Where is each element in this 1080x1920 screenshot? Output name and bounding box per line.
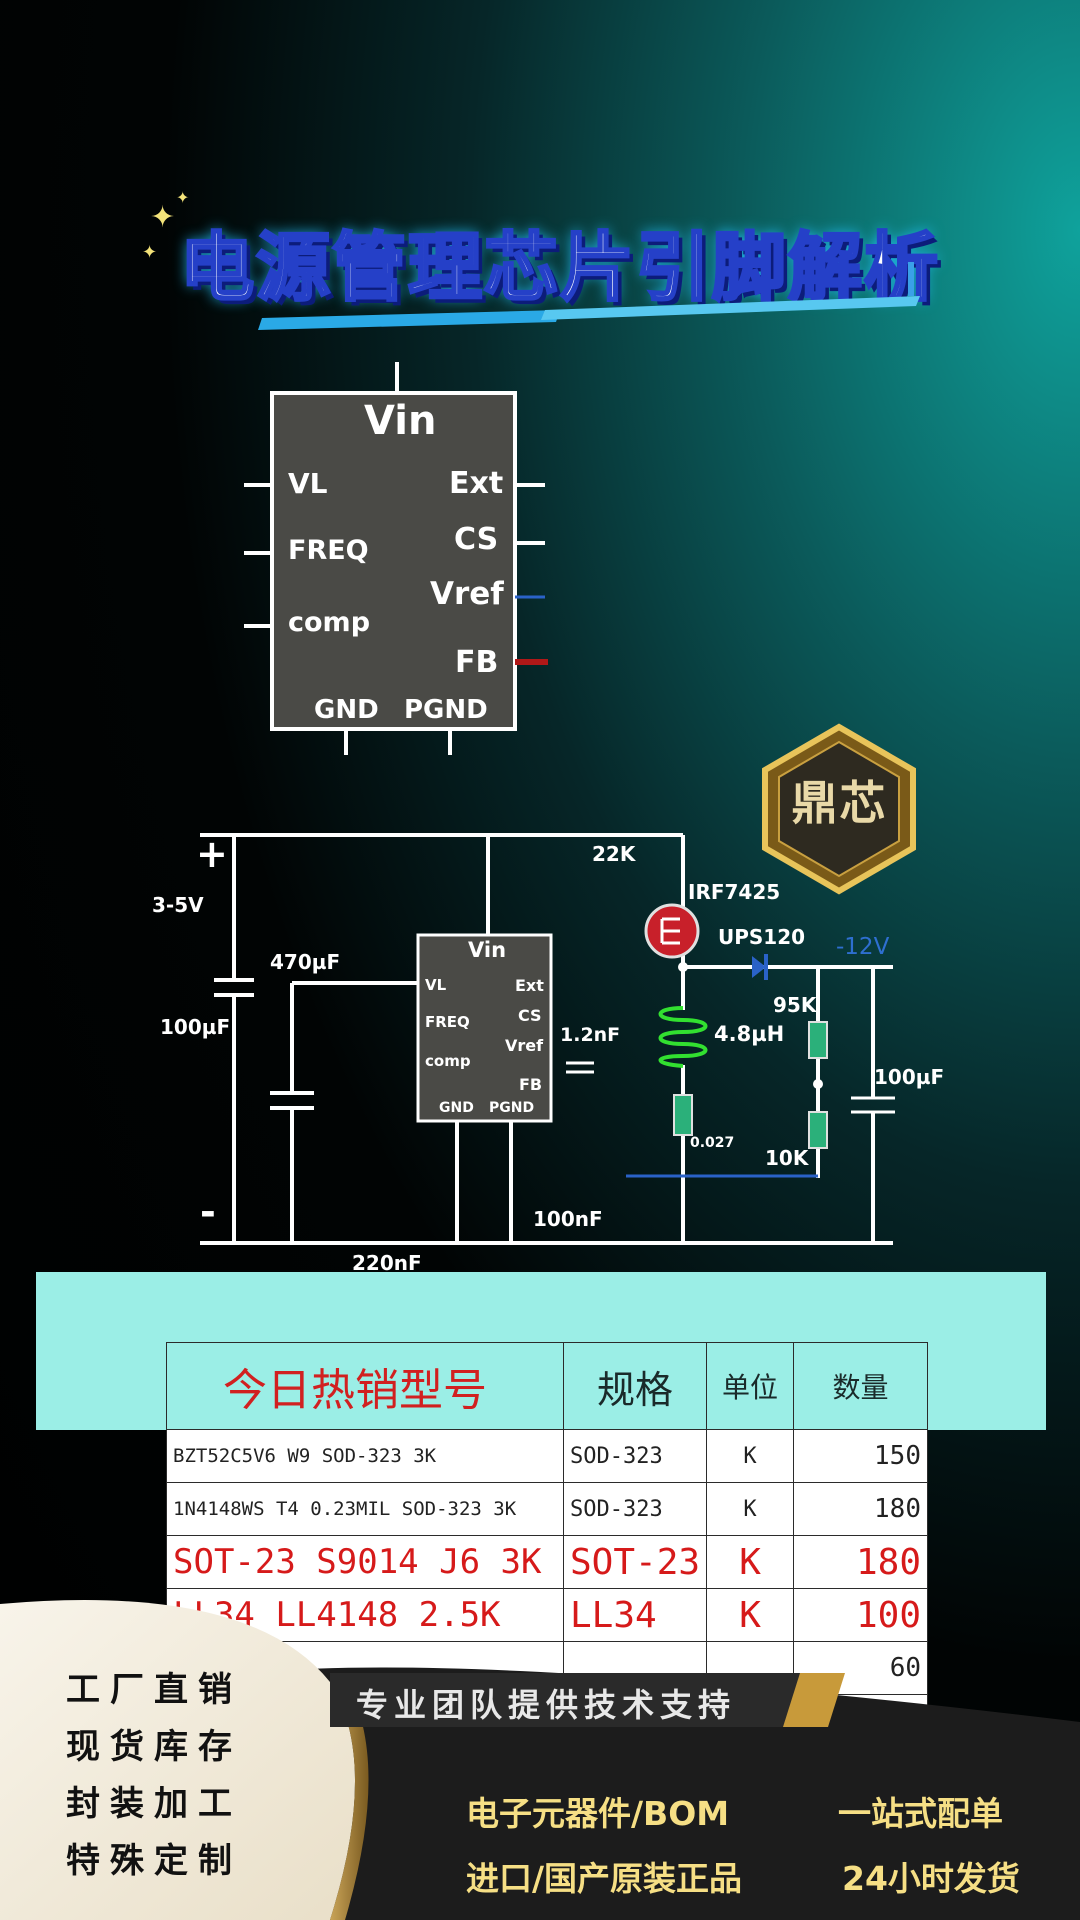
footer-overlay [0,1600,1080,1920]
cell-qty: 180 [793,1535,928,1589]
cell-pkg: SOD-323 [562,1482,708,1536]
label-diode: UPS120 [718,925,806,949]
pin-fb: FB [455,645,499,680]
cell-unit: K [706,1482,795,1536]
chip-pin-pgnd: PGND [489,1100,535,1116]
chip-pin-vin: Vin [468,938,507,962]
cell-model: SOT-23 S9014 J6 3K [166,1535,564,1589]
pin-vref: Vref [430,576,504,612]
header-unit: 单位 [706,1342,795,1430]
brand-badge [762,723,916,895]
chip-pin-ext: Ext [515,976,544,995]
brand-logo: 鼎芯 [791,776,888,830]
chip-pin-comp: comp [425,1052,471,1070]
table-row: BZT52C5V6 W9 SOD-323 3K SOD-323 K 150 [166,1429,928,1483]
header-hot-model: 今日热销型号 [166,1342,564,1430]
label-res-10k: 10K [765,1146,809,1170]
footer-24h: 24小时发货 [842,1859,1020,1898]
cell-qty: 150 [793,1429,928,1483]
label-res-95k: 95K [773,993,817,1017]
resistor-95k [808,1021,828,1059]
cell-pkg: SOD-323 [562,1429,708,1483]
label-inductor: 4.8µH [714,1022,785,1046]
junction-dot [678,962,688,972]
tag-custom: 特殊定制 [66,1841,242,1881]
mosfet-symbol [644,903,700,959]
pin-freq: FREQ [288,535,369,566]
support-banner-text: 专业团队提供技术支持 [356,1686,737,1724]
title-underline [258,262,920,330]
footer-genuine: 进口/国产原装正品 [466,1859,743,1898]
inductor-symbol [658,1006,708,1068]
junction-dot [813,1079,823,1089]
footer-one-stop: 一站式配单 [838,1794,1003,1833]
label-cap-in: 100µF [160,1015,231,1039]
table-row: 1N4148WS T4 0.23MIL SOD-323 3K SOD-323 K… [166,1482,928,1536]
circuit-diagram [200,833,895,1245]
tag-factory-direct: 工厂直销 [66,1670,242,1710]
pin-pgnd: PGND [404,695,488,725]
cell-unit: K [706,1535,795,1589]
chip-pin-fb: FB [519,1075,543,1094]
label-cap-100nf: 100nF [533,1207,603,1231]
table-row: SOT-23 S9014 J6 3K SOT-23 K 180 [166,1535,928,1589]
pin-cs: CS [454,522,499,557]
pin-vin: Vin [364,398,437,444]
minus-sign: - [200,1190,216,1234]
cell-unit: K [706,1588,795,1642]
chip-pin-vl: VL [425,976,447,994]
cell-qty: 100 [793,1588,928,1642]
page-title: 电源管理芯片引脚解析 [179,224,940,313]
header-qty: 数量 [793,1342,928,1430]
header-spec: 规格 [562,1342,708,1430]
label-cap-470: 470µF [270,950,341,974]
label-sense-res: 0.027 [690,1135,735,1151]
support-banner [330,1673,845,1727]
label-input-voltage: 3-5V [152,893,204,917]
cell-qty: 180 [793,1482,928,1536]
sparkle-icon: ✦ [142,242,158,263]
left-tags: 工厂直销 现货库存 封装加工 特殊定制 [66,1662,242,1890]
label-cap-out: 100µF [874,1065,945,1089]
cell-pkg: SOT-23 [562,1535,708,1589]
pin-ext: Ext [449,466,504,501]
tag-packaging: 封装加工 [66,1784,242,1824]
pin-vl: VL [288,467,328,500]
resistor-10k [808,1111,828,1149]
plus-sign: + [196,832,228,876]
sparkle-icon: ✦ [176,188,190,207]
cell-unit: K [706,1429,795,1483]
chip-pin-gnd: GND [439,1100,474,1116]
sense-resistor [673,1094,693,1136]
label-res-22k: 22K [592,842,636,866]
cell-model: BZT52C5V6 W9 SOD-323 3K [166,1429,564,1483]
title-block: ✦ ✦ ✦ 电源管理芯片引脚解析 [142,188,940,320]
cell-pkg: LL34 [562,1588,708,1642]
chip-pin-vref: Vref [505,1036,544,1055]
chip-pin-cs: CS [518,1006,542,1025]
label-cap-220nf: 220nF [352,1251,422,1275]
sparkle-icon: ✦ [150,200,176,235]
pin-gnd: GND [314,695,379,725]
pin-comp: comp [288,607,371,638]
table-header-row: 今日热销型号 规格 单位 数量 [166,1342,928,1430]
label-cap-1-2nf: 1.2nF [560,1024,621,1046]
chip-pin-freq: FREQ [425,1013,470,1031]
pinout-diagram [244,362,548,755]
label-mosfet: IRF7425 [688,880,781,904]
tag-in-stock: 现货库存 [66,1727,242,1767]
label-output-voltage: -12V [836,934,890,960]
footer-bom: 电子元器件/BOM [466,1794,730,1833]
diode-symbol [752,954,768,980]
cell-model: 1N4148WS T4 0.23MIL SOD-323 3K [166,1482,564,1536]
